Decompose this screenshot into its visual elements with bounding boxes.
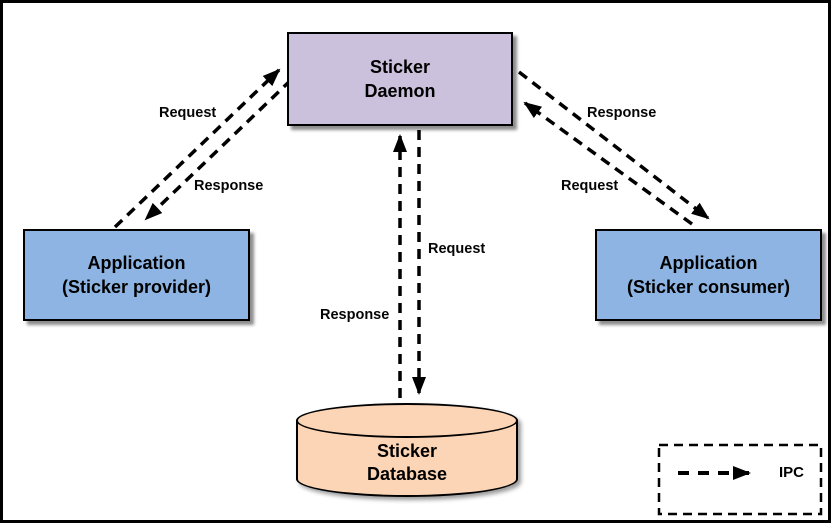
node-consumer-label-line2: (Sticker consumer) [626, 277, 791, 297]
response-arrow-daemon-to-consumer [517, 70, 710, 220]
node-database-label-line2: Database [366, 464, 448, 484]
node-sticker-daemon: Sticker Daemon [287, 32, 513, 126]
node-provider-label-line2: (Sticker provider) [61, 277, 212, 297]
legend-box: IPC [657, 443, 823, 516]
node-database-label: Sticker Database [296, 435, 518, 491]
legend-ipc-label: IPC [779, 464, 805, 481]
edge-label-response-database: Response [320, 307, 390, 323]
edge-label-response-provider: Response [194, 178, 264, 194]
legend-border [657, 443, 823, 516]
response-arrow-daemon-to-provider [144, 78, 293, 221]
node-sticker-daemon-label-line1: Sticker [369, 57, 431, 77]
request-arrow-provider-to-daemon [113, 68, 281, 229]
node-consumer-label-line1: Application [659, 253, 758, 273]
node-database-label-line1: Sticker [376, 441, 438, 461]
node-application-sticker-consumer: Application (Sticker consumer) [595, 229, 822, 321]
database-cylinder-top [296, 403, 518, 438]
edge-label-response-consumer: Response [587, 105, 657, 121]
node-sticker-daemon-label-line2: Daemon [364, 81, 436, 101]
node-provider-label-line1: Application [87, 253, 186, 273]
edge-label-request-database: Request [428, 241, 486, 257]
legend-graphics [657, 443, 823, 516]
edge-label-request-provider: Request [159, 105, 217, 121]
node-application-sticker-provider: Application (Sticker provider) [23, 229, 250, 321]
node-sticker-database: Sticker Database [296, 403, 518, 498]
request-arrow-consumer-to-daemon [523, 101, 694, 226]
edge-label-request-consumer: Request [561, 178, 619, 194]
